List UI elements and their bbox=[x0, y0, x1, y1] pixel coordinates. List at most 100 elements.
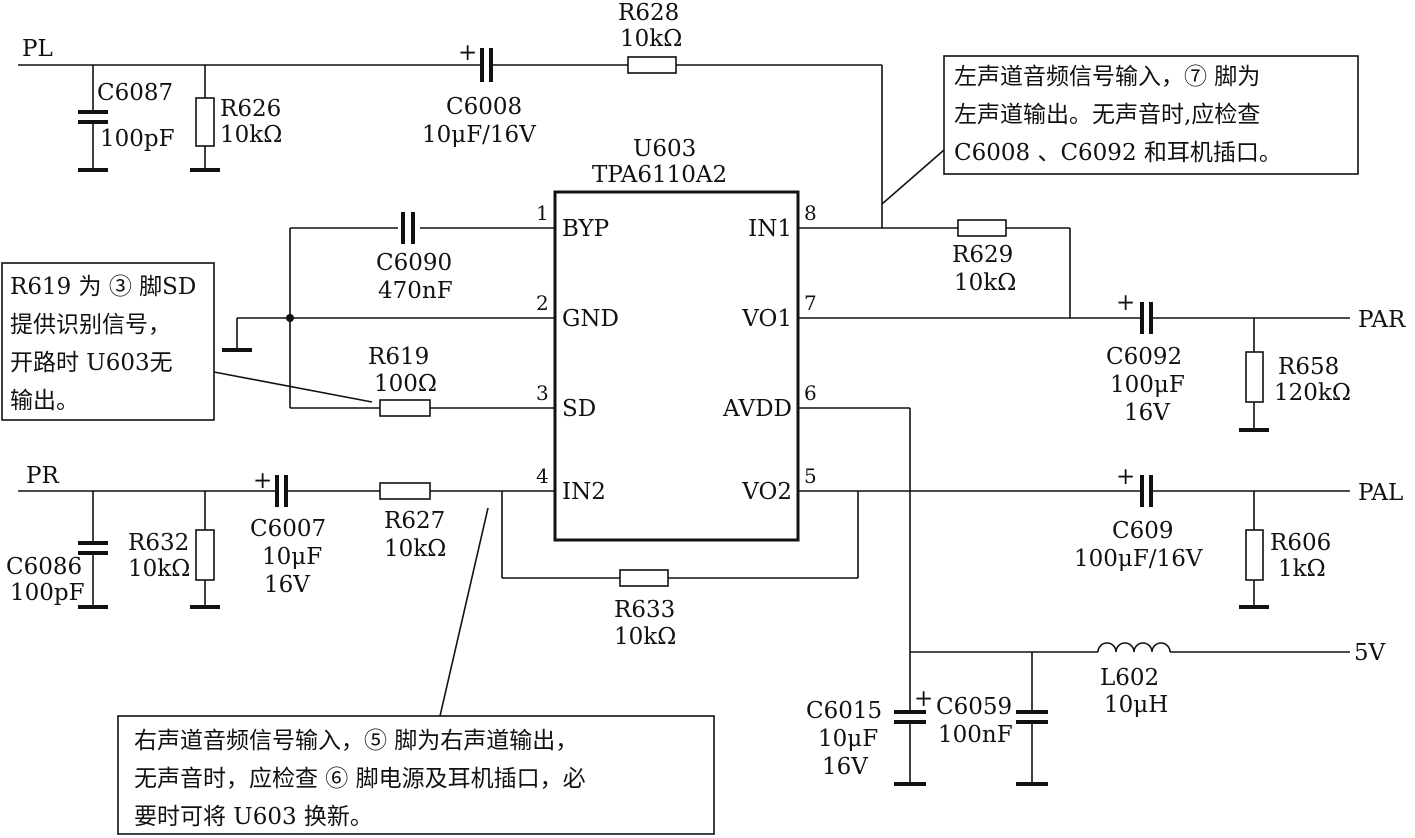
c6092-polarity: + bbox=[1116, 290, 1135, 316]
r619-ref: R619 bbox=[368, 344, 429, 370]
c6086-value: 100pF bbox=[10, 580, 85, 606]
capacitor-c6015: + C6015 10μF 16V bbox=[806, 652, 933, 786]
r633-ref: R633 bbox=[614, 597, 675, 623]
c6090-value: 470nF bbox=[378, 278, 453, 304]
r626-ref: R626 bbox=[220, 96, 281, 122]
note-bottom: 右声道音频信号输入，⑤ 脚为右声道输出， 无声音时，应检查 ⑥ 脚电源及耳机插口… bbox=[117, 507, 715, 835]
ic-ref: U603 bbox=[633, 136, 696, 162]
c6008-value: 10μF/16V bbox=[422, 122, 536, 148]
pin-name-gnd: GND bbox=[562, 306, 619, 332]
c6007-value: 10μF bbox=[262, 544, 322, 570]
resistor-r627: R627 10kΩ bbox=[379, 482, 446, 562]
c6086-ref: C6086 bbox=[6, 554, 82, 580]
par-output-network: PAR R629 10kΩ + C6092 100μF 16V R658 120… bbox=[952, 219, 1406, 432]
c6087-ref: C6087 bbox=[97, 80, 173, 106]
c6008-polarity: + bbox=[458, 40, 477, 66]
r606-value: 1kΩ bbox=[1278, 556, 1326, 582]
c609-ref: C609 bbox=[1112, 518, 1174, 544]
note-line: 右声道音频信号输入，⑤ 脚为右声道输出， bbox=[134, 728, 578, 754]
capacitor-c6092: + C6092 100μF 16V bbox=[1106, 290, 1185, 426]
c6015-value: 10μF bbox=[818, 726, 878, 752]
c6092-value2: 16V bbox=[1124, 400, 1170, 426]
note-line: C6008 、C6092 和耳机插口。 bbox=[954, 140, 1282, 166]
c609-polarity: + bbox=[1116, 464, 1135, 490]
c6015-ref: C6015 bbox=[806, 698, 882, 724]
r626-value: 10kΩ bbox=[220, 122, 282, 148]
note-line: 输出。 bbox=[10, 388, 79, 414]
pin-number: 3 bbox=[536, 381, 549, 405]
capacitor-c6087: C6087 100pF bbox=[78, 65, 175, 172]
resistor-r606: R606 1kΩ bbox=[1239, 491, 1331, 609]
r658-ref: R658 bbox=[1278, 354, 1339, 380]
pr-input-network: PR C6086 100pF R632 10kΩ + C6007 10μF bbox=[6, 463, 859, 650]
capacitor-c6007: + C6007 10μF 16V bbox=[250, 468, 326, 598]
pin-number: 1 bbox=[536, 201, 549, 225]
c6008-ref: C6008 bbox=[446, 94, 522, 120]
c6087-value: 100pF bbox=[100, 126, 175, 152]
resistor-r633: R633 10kΩ bbox=[501, 491, 859, 650]
c6092-value: 100μF bbox=[1110, 372, 1185, 398]
c6007-polarity: + bbox=[253, 468, 272, 494]
c6092-ref: C6092 bbox=[1106, 344, 1182, 370]
pin-number: 5 bbox=[804, 464, 817, 488]
pin-name-sd: SD bbox=[562, 396, 596, 422]
c6015-polarity: + bbox=[914, 686, 933, 712]
r628-ref: R628 bbox=[618, 0, 679, 26]
net-label-pr: PR bbox=[26, 463, 59, 489]
junction-dot bbox=[286, 314, 294, 322]
note-line: 开路时 U603无 bbox=[10, 350, 173, 376]
l602-ref: L602 bbox=[1100, 665, 1159, 691]
note-left: R619 为 ③ 脚SD 提供识别信号， 开路时 U603无 输出。 bbox=[1, 262, 373, 421]
note-line: 左声道音频信号输入，⑦ 脚为 bbox=[954, 64, 1260, 90]
r632-value: 10kΩ bbox=[128, 556, 190, 582]
capacitor-c6086: C6086 100pF bbox=[6, 491, 108, 609]
note-line: 左声道输出。无声音时,应检查 bbox=[954, 102, 1260, 128]
pin-number: 6 bbox=[804, 381, 817, 405]
r629-value: 10kΩ bbox=[954, 270, 1016, 296]
pin-number: 8 bbox=[804, 201, 817, 225]
c6007-ref: C6007 bbox=[250, 516, 326, 542]
note-line: 要时可将 U603 换新。 bbox=[134, 804, 373, 830]
r606-ref: R606 bbox=[1270, 530, 1331, 556]
resistor-r619: R619 100Ω bbox=[368, 344, 437, 417]
l602-value: 10μH bbox=[1104, 692, 1168, 718]
resistor-r632: R632 10kΩ bbox=[128, 491, 220, 609]
byp-gnd-sd-network: C6090 470nF R619 100Ω bbox=[222, 212, 453, 417]
pin-name-in1: IN1 bbox=[748, 216, 792, 242]
net-label-pal: PAL bbox=[1358, 480, 1403, 506]
ic-model: TPA6110A2 bbox=[592, 162, 727, 188]
pin-name-vo1: VO1 bbox=[741, 306, 792, 332]
c6090-ref: C6090 bbox=[376, 250, 452, 276]
pl-input-network: PL C6087 100pF R626 10kΩ + C6008 10μF/ bbox=[18, 0, 883, 228]
net-label-par: PAR bbox=[1358, 307, 1406, 333]
r658-value: 120kΩ bbox=[1274, 380, 1351, 406]
c6007-value2: 16V bbox=[264, 572, 310, 598]
pin-number: 7 bbox=[804, 291, 817, 315]
capacitor-c609: + C609 100μF/16V bbox=[1074, 464, 1203, 572]
ic-u603: U603 TPA6110A2 1 2 3 4 8 7 6 5 BYP GND S… bbox=[290, 136, 1140, 542]
power-network: 5V L602 10μH + C6015 10μF 16V C6059 bbox=[806, 408, 1386, 786]
note-line: 提供识别信号， bbox=[10, 312, 171, 338]
pin-name-in2: IN2 bbox=[562, 479, 606, 505]
resistor-r628: R628 10kΩ bbox=[618, 0, 682, 74]
capacitor-c6090: C6090 470nF bbox=[376, 212, 453, 304]
r632-ref: R632 bbox=[128, 530, 189, 556]
c609-value: 100μF/16V bbox=[1074, 546, 1203, 572]
c6059-ref: C6059 bbox=[936, 694, 1012, 720]
pin-number: 4 bbox=[536, 464, 549, 488]
inductor-l602: L602 10μH bbox=[1097, 642, 1171, 718]
c6059-value: 100nF bbox=[938, 722, 1013, 748]
r627-value: 10kΩ bbox=[384, 536, 446, 562]
resistor-r626: R626 10kΩ bbox=[190, 65, 282, 172]
note-line: R619 为 ③ 脚SD bbox=[10, 274, 196, 300]
c6015-value2: 16V bbox=[822, 754, 868, 780]
pin-name-avdd: AVDD bbox=[722, 396, 792, 422]
r633-value: 10kΩ bbox=[614, 624, 676, 650]
pal-output-network: PAL + C609 100μF/16V R606 1kΩ bbox=[1074, 464, 1403, 609]
note-line: 无声音时，应检查 ⑥ 脚电源及耳机插口，必 bbox=[134, 766, 586, 792]
capacitor-c6059: C6059 100nF bbox=[936, 652, 1048, 786]
net-label-pl: PL bbox=[22, 36, 53, 62]
r627-ref: R627 bbox=[384, 508, 445, 534]
capacitor-c6008: + C6008 10μF/16V bbox=[422, 40, 536, 148]
